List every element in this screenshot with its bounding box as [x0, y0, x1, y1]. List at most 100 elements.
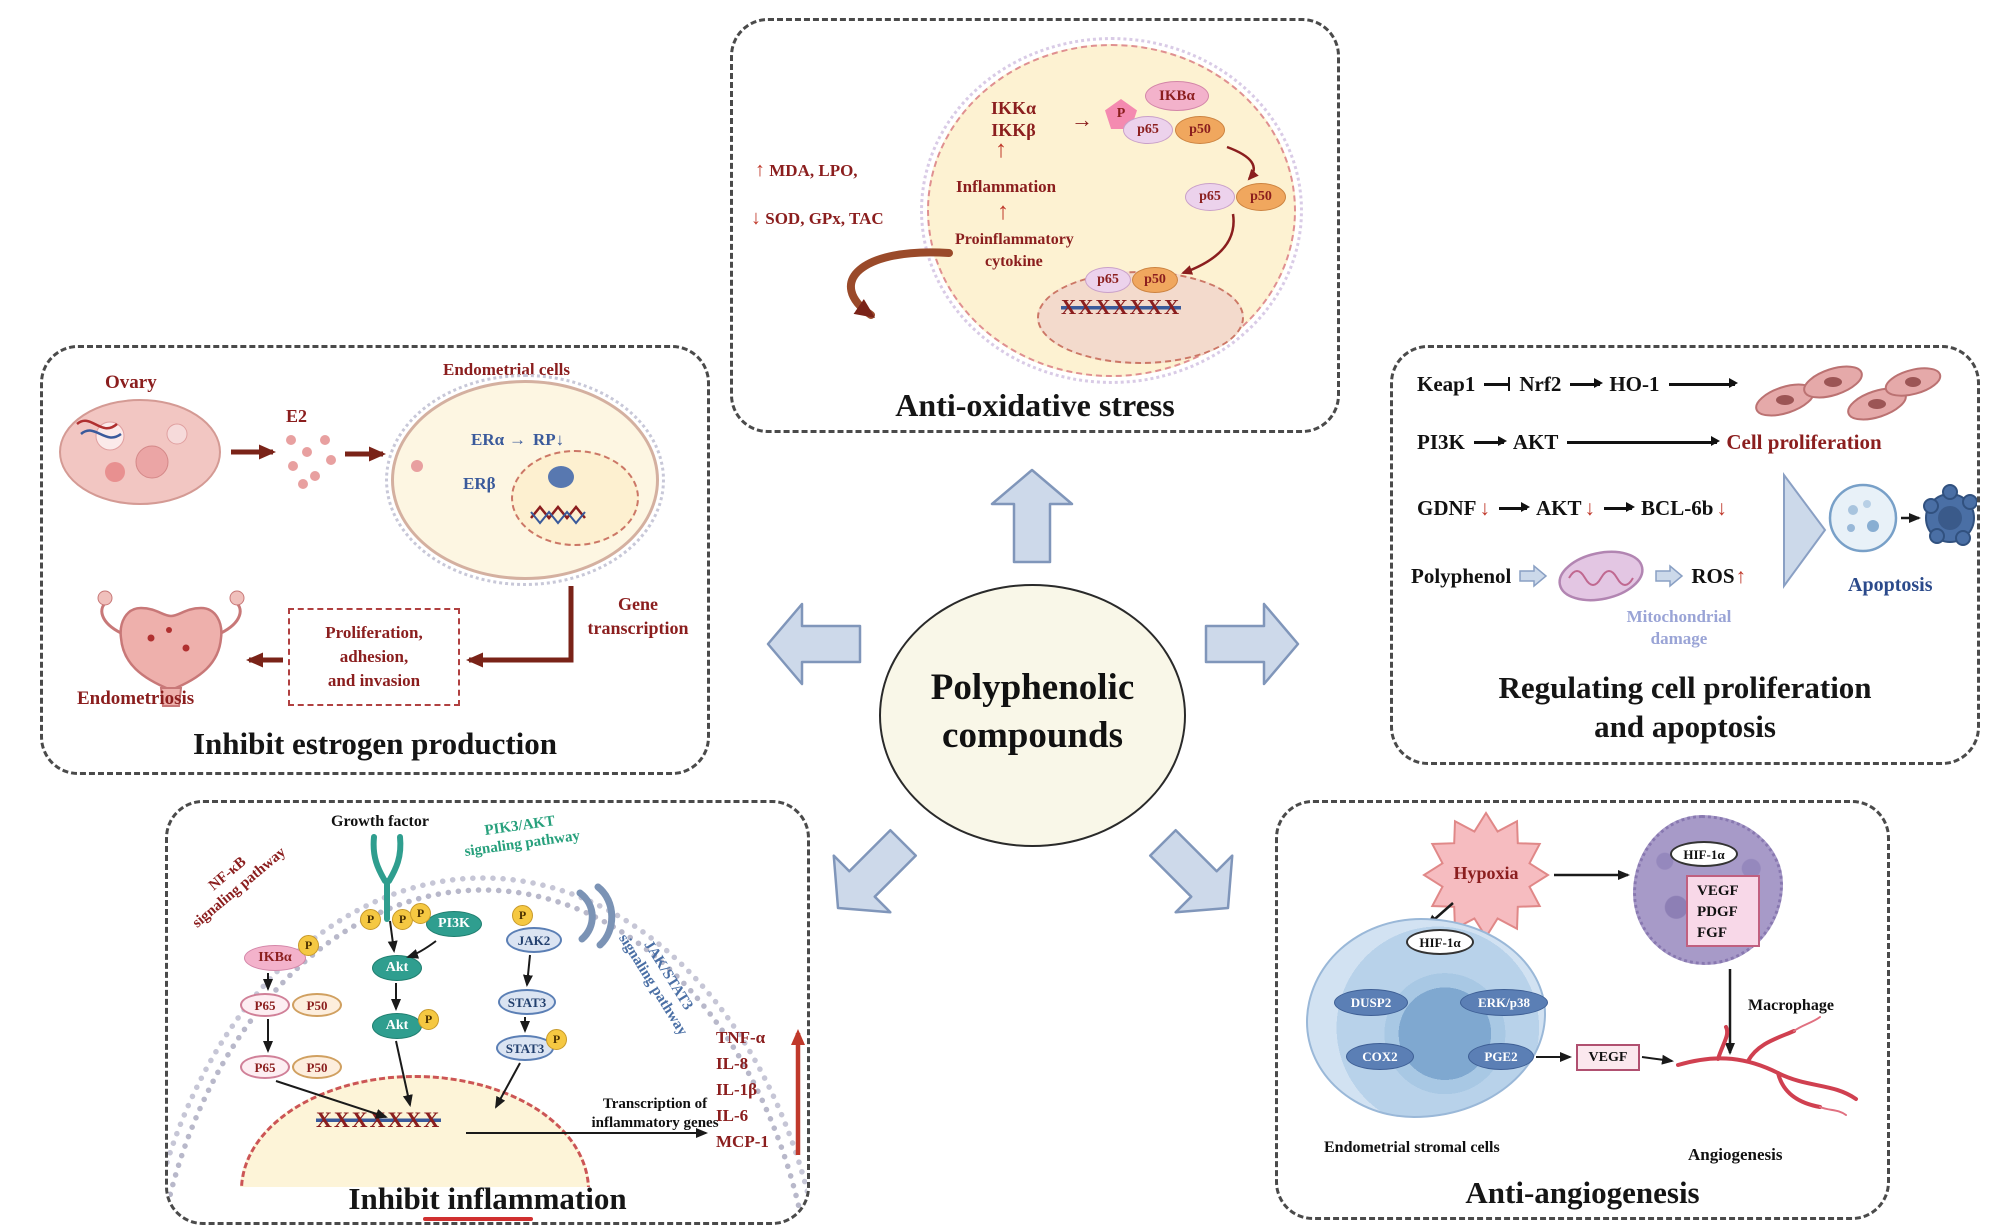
- p65-oval-3: p65: [1085, 267, 1131, 293]
- hub-arrow-lower-left-icon: [832, 828, 918, 914]
- panel-title-angiogenesis: Anti-angiogenesis: [1465, 1175, 1700, 1210]
- ros-label: ROS: [1691, 563, 1735, 588]
- hub-arrow-left-icon: [766, 602, 862, 686]
- membrane-icon: [168, 875, 807, 1222]
- box-line3: and invasion: [327, 671, 421, 690]
- gdnf-label: GDNF: [1417, 496, 1477, 520]
- era-arrow-icon: →: [509, 430, 526, 449]
- hif1a-oval-stromal: HIF-1α: [1406, 929, 1474, 955]
- keap1-label: Keap1: [1417, 372, 1476, 396]
- era-label: ERα: [471, 430, 505, 449]
- cytokine-tnf: TNF-α: [716, 1028, 766, 1047]
- akt2-label: AKT: [1536, 496, 1582, 520]
- gdnf-down-icon: ↓: [1479, 496, 1491, 520]
- ikba-oval: IKBα: [244, 945, 306, 971]
- stromal-cells-label: Endometrial stromal cells: [1324, 1139, 1500, 1156]
- sod-down-arrow-icon: ↓: [751, 207, 761, 229]
- akt-label: AKT: [1512, 430, 1559, 454]
- panel-cell-proliferation-apoptosis: Keap1 Nrf2 HO-1 PI3K AKT Cell pr: [1390, 345, 1980, 765]
- cell-nucleus-outline: [511, 450, 639, 546]
- ikba-phospho-badge: P: [298, 935, 319, 956]
- keap1-inhibit-icon: [1484, 378, 1511, 390]
- panel-inhibit-inflammation: XXXXXXX NF-κB signaling pathway PIK3/AKT…: [165, 800, 810, 1225]
- panel-title-proliferation-line2: and apoptosis: [1594, 709, 1776, 744]
- cell-proliferation-label: Cell proliferation: [1726, 430, 1882, 454]
- stat3-oval-2: STAT3: [496, 1035, 554, 1061]
- dusp2-oval: DUSP2: [1334, 989, 1408, 1016]
- transcription-label-line2: inflammatory genes: [591, 1115, 719, 1131]
- proinflammatory-label-line2: cytokine: [985, 253, 1043, 270]
- blood-vessels-icon: [1676, 1025, 1858, 1109]
- transcription-label-line1: Transcription of: [602, 1096, 708, 1112]
- panel-title-proliferation-line1: Regulating cell proliferation: [1498, 670, 1872, 705]
- nucleus-dna-icon: [530, 505, 586, 520]
- apoptosis-cells-icon: [1828, 483, 1977, 553]
- dna-strand: XXXXXXX: [1061, 295, 1182, 320]
- p50-oval-3: p50: [1132, 267, 1178, 293]
- block-arrow-icon: [1655, 564, 1684, 588]
- polyphenol-label: Polyphenol: [1411, 563, 1512, 588]
- stat3-oval-1: STAT3: [498, 989, 556, 1015]
- p50-oval-1: P50: [292, 993, 342, 1017]
- panel-anti-angiogenesis: Hypoxia HIF-1α VEGF PDGF FGF Macrophage …: [1275, 800, 1890, 1220]
- akt-oval-1: Akt: [372, 955, 422, 981]
- pi3k-oval: PI3K: [426, 911, 482, 937]
- pi3k-label: PI3K: [1417, 430, 1465, 454]
- pi3k-phospho-badge: P: [410, 903, 431, 924]
- ikk-to-p-arrow-icon: →: [1071, 107, 1093, 132]
- transcription-factor-blob-icon: [548, 466, 574, 488]
- p65-oval-1: P65: [240, 993, 290, 1017]
- pi3k-arrow-icon: [1473, 437, 1507, 446]
- damaged-mitochondria-icon: [1558, 550, 1644, 602]
- factor-fgf: FGF: [1697, 925, 1727, 941]
- nrf2-label: Nrf2: [1519, 372, 1562, 396]
- p50-oval-2: p50: [1236, 183, 1286, 211]
- mitochondrial-damage-line1: Mitochondrial: [1626, 607, 1732, 626]
- growth-factors-box: VEGF PDGF FGF: [1686, 875, 1760, 947]
- p65-oval-2: p65: [1185, 183, 1235, 211]
- panel-inhibit-estrogen: Ovary E2 Endometrial cells ERα → RP↓ ERβ…: [40, 345, 710, 775]
- center-title-line1: Polyphenolic: [930, 667, 1135, 708]
- box-line1: Proliferation,: [325, 623, 423, 642]
- bcl6b-down-icon: ↓: [1716, 496, 1727, 520]
- cytokine-up-arrow-icon: ↑: [997, 199, 1009, 225]
- proinflammatory-label-line1: Proinflammatory: [955, 231, 1074, 248]
- oxidative-swoosh-arrow-icon: [846, 248, 953, 319]
- erb-label: ERβ: [463, 474, 496, 493]
- stat3-phospho-badge: P: [546, 1029, 567, 1050]
- vegf-box: VEGF: [1576, 1044, 1640, 1071]
- e2-label: E2: [286, 406, 308, 426]
- hypoxia-starburst-icon: [1422, 811, 1550, 939]
- uterus-illustration: [97, 590, 245, 707]
- proliferation-box: Proliferation, adhesion, and invasion: [288, 608, 460, 706]
- factor-vegf: VEGF: [1697, 883, 1739, 899]
- e2-ligand-dot-icon: [411, 460, 423, 472]
- sod-label: SOD, GPx, TAC: [765, 209, 884, 228]
- akt2-down-icon: ↓: [1584, 496, 1596, 520]
- e2-dots-icon: [286, 435, 336, 489]
- akt-phospho-badge: P: [418, 1009, 439, 1030]
- panel-anti-oxidative-stress: IKKα IKKβ → P IKBα p65 p50 p65 p50 p65 p…: [730, 18, 1340, 433]
- center-title-line2: compounds: [942, 715, 1123, 756]
- estrogen-connectors: [231, 435, 586, 668]
- panel-title-antioxidative: Anti-oxidative stress: [895, 387, 1175, 423]
- panel-title-inflammation: Inhibit inflammation: [348, 1181, 627, 1216]
- angiogenesis-label: Angiogenesis: [1688, 1145, 1783, 1164]
- cytokine-mcp1: MCP-1: [716, 1132, 769, 1151]
- p50-oval-2: P50: [292, 1055, 342, 1079]
- endometriosis-label: Endometriosis: [77, 688, 195, 709]
- cytokine-il1b: IL-1β: [716, 1080, 758, 1099]
- cytokine-il6: IL-6: [716, 1106, 749, 1125]
- apoptosis-label: Apoptosis: [1848, 574, 1933, 596]
- ikk-beta-label: IKKβ: [991, 120, 1036, 140]
- hif1a-oval-macrophage: HIF-1α: [1670, 841, 1738, 867]
- macrophage-label: Macrophage: [1748, 997, 1834, 1014]
- rp-label: RP↓: [533, 430, 565, 449]
- akt2-arrow-icon: [1604, 503, 1636, 512]
- hub-arrow-lower-right-icon: [1148, 828, 1234, 914]
- ikk-alpha-label: IKKα: [991, 98, 1037, 118]
- p50-oval-1: p50: [1175, 116, 1225, 144]
- antiox-connectors: [846, 145, 1259, 319]
- mda-label: MDA, LPO,: [769, 161, 858, 180]
